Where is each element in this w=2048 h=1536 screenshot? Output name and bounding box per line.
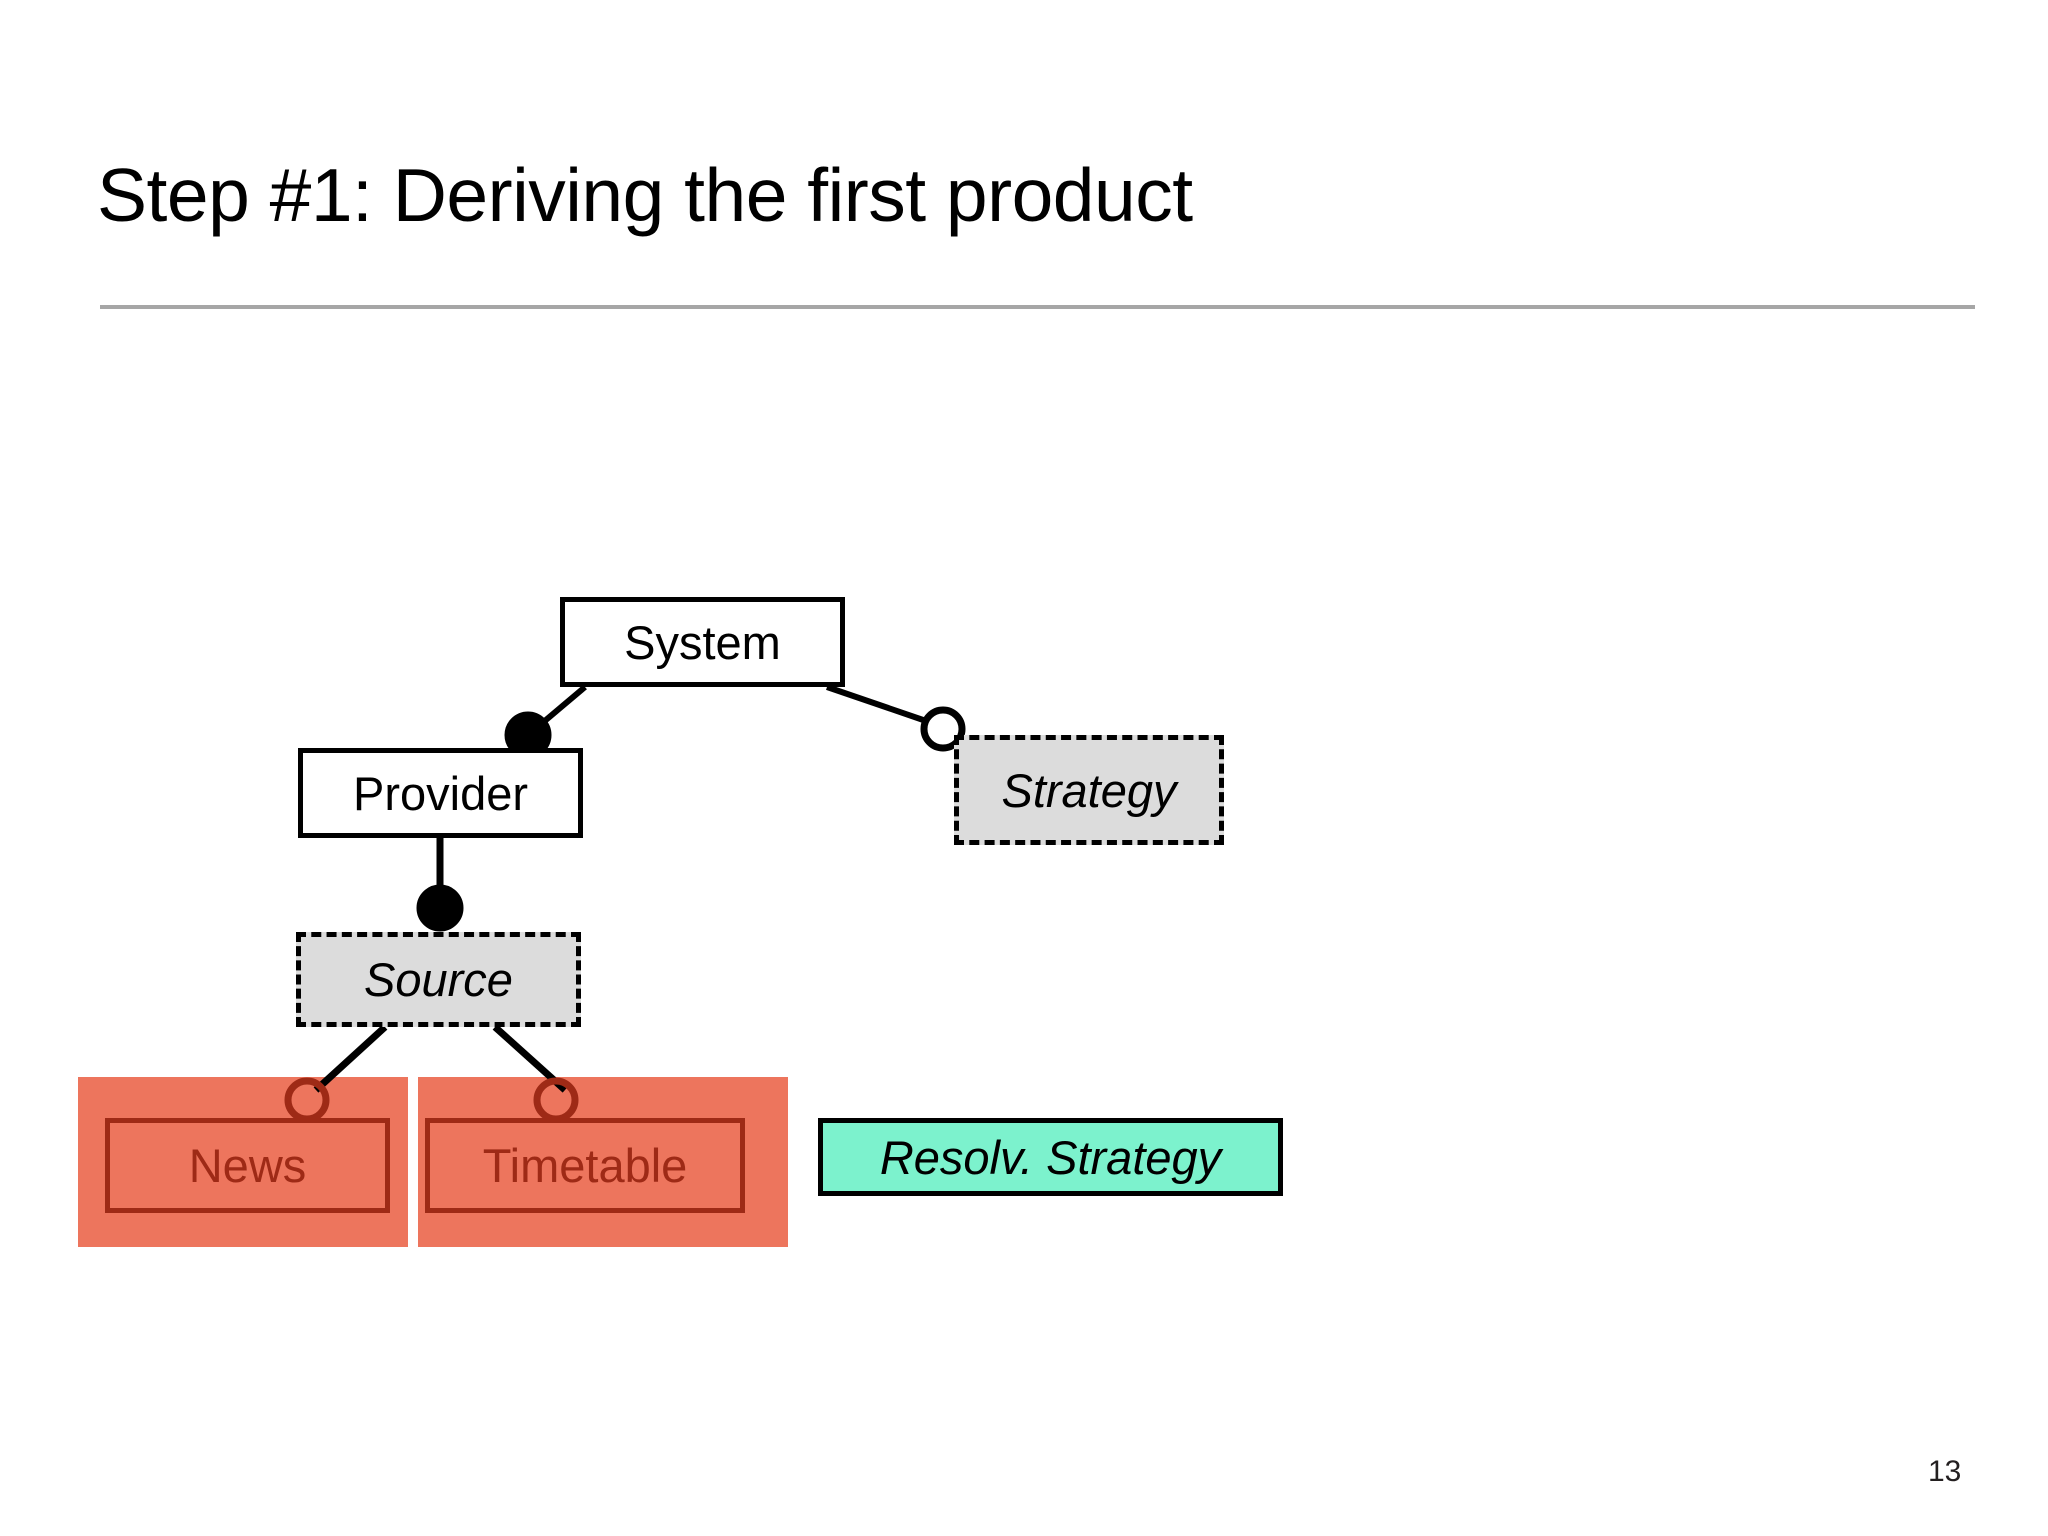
page-title: Step #1: Deriving the first product (97, 153, 1193, 237)
node-news[interactable]: News (105, 1118, 390, 1213)
node-timetable[interactable]: Timetable (425, 1118, 745, 1213)
node-source[interactable]: Source (296, 932, 581, 1027)
node-system-label: System (624, 615, 781, 669)
node-news-label: News (188, 1139, 307, 1192)
highlight-news (78, 1077, 408, 1247)
node-source-label: Source (364, 953, 513, 1006)
edge-system-strategy (826, 684, 933, 726)
connector-filled-circle-source (416, 884, 464, 932)
node-provider-label: Provider (352, 766, 528, 820)
node-resolv-strategy-label: Resolv. Strategy (879, 1130, 1222, 1184)
node-resolv-strategy[interactable]: Resolv. Strategy (818, 1118, 1283, 1196)
page-number: 13 (1928, 1455, 1962, 1488)
edge-system-provider (532, 684, 587, 733)
node-strategy-label: Strategy (1001, 763, 1177, 817)
title-divider (100, 305, 1975, 309)
node-timetable-label: Timetable (482, 1139, 688, 1192)
node-provider[interactable]: Provider (298, 748, 583, 838)
highlight-timetable (418, 1077, 788, 1247)
node-system[interactable]: System (560, 597, 845, 687)
node-strategy[interactable]: Strategy (954, 735, 1224, 845)
